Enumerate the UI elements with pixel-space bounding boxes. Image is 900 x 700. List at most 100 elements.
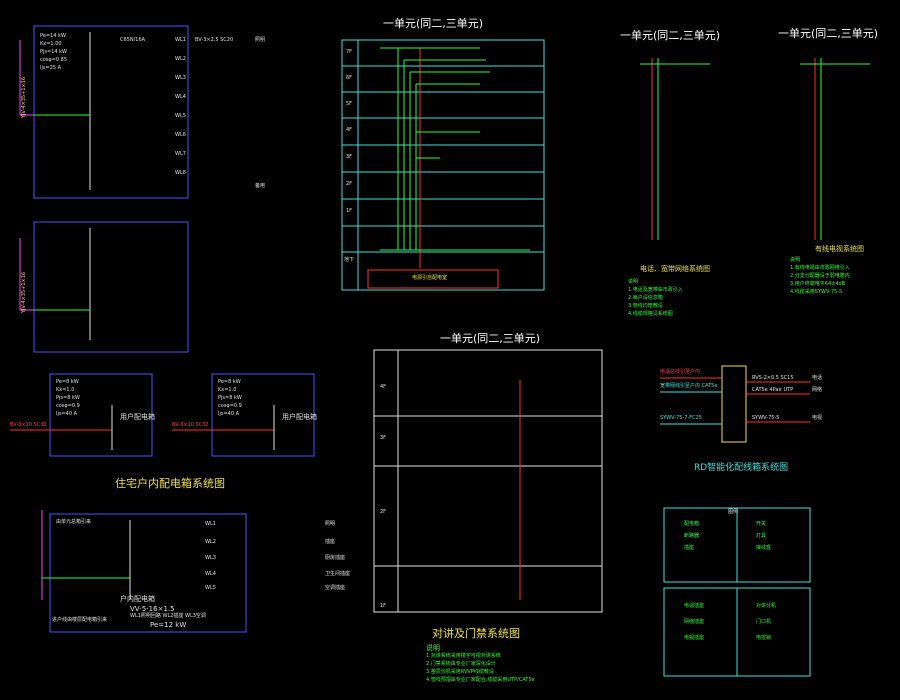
intercom-floor: 2F [380, 509, 387, 515]
user-box-param: Ijs=40 A [218, 411, 240, 417]
tv-note: 3.用户终端电平64±4dB [790, 281, 846, 287]
user-box-param: Pe=8 kW [218, 379, 241, 385]
rd-output-cable: SYWV-75-5 [752, 415, 780, 421]
box-param-2: Kx=1.00 [40, 41, 62, 47]
intercom-floor: 1F [380, 603, 387, 609]
intercom-frame [373, 349, 603, 613]
intercom-note: 2.门禁系统由专业厂家深化设计 [426, 661, 496, 667]
legend-item: 接线盒 [756, 545, 772, 551]
tv-note: 2.分支分配器设于弱电箱内 [790, 273, 850, 279]
riser-center-title: 一单元(同二,三单元) [383, 17, 484, 30]
legend-item: 配电箱 [684, 521, 700, 527]
legend-item: 门口机 [756, 619, 772, 625]
riser-floor: 4F [346, 127, 353, 133]
household-feeder: 由单元总箱引来 [56, 519, 92, 525]
circuit-cable: BV-3×2.5 SC20 [195, 37, 234, 43]
circuit-load: 照明 [255, 37, 266, 43]
household-circuit: WL3 [205, 555, 216, 561]
user-box-label-2: 用户配电箱 [282, 413, 317, 421]
user-box-frame-2 [211, 373, 315, 457]
rd-output-dest: 网络 [812, 387, 823, 393]
circuit-tail: 备用 [255, 183, 266, 189]
circuit-breaker: C65N/16A [120, 37, 146, 43]
rd-box-frame [721, 365, 747, 443]
tel-note: 1.电话及宽带由市政引入 [628, 287, 683, 293]
user-box-param: Kx=1.0 [56, 387, 75, 393]
riser-floor: 3F [346, 154, 353, 160]
box-param-4: cosφ=0.85 [40, 57, 68, 63]
user-box-param: Pjs=8 kW [218, 395, 242, 401]
user-box-param: Pe=8 kW [56, 379, 79, 385]
riser-floor: 地下 [344, 257, 355, 263]
rd-output-cable: CAT5e 4Pair UTP [752, 387, 794, 393]
household-system-title: 住宅户内配电箱系统图 [115, 477, 225, 490]
riser-floor: 5F [346, 101, 353, 107]
box-param-5: Ijs=25 A [40, 65, 62, 71]
tv-system-title: 有线电视系统图 [815, 245, 864, 253]
rd-input: 宽带网线引至户内 CAT5e [660, 383, 718, 389]
riser-base-label: 电源引自配电室 [412, 275, 448, 281]
intercom-floor: 3F [380, 435, 387, 441]
legend-item: 电控锁 [756, 635, 772, 641]
tv-note: 4.线缆采用SYWV-75-5 [790, 289, 843, 295]
rd-input: SYWV-75-7-FC25 [660, 415, 702, 421]
user-box-param: cosφ=0.9 [218, 403, 242, 409]
household-note: 户内配电箱 [120, 595, 155, 603]
legend-item: 对讲分机 [756, 603, 777, 609]
tv-note: 1.有线电视由市政网络引入 [790, 265, 850, 271]
intercom-note: 4.管线预埋由专业厂家配合,线缆采用UTP/CAT5e [426, 677, 535, 683]
user-box-label-1: 用户配电箱 [120, 413, 155, 421]
household-circuit-load: 卫生间插座 [325, 571, 351, 577]
riser-floor: 1F [346, 208, 353, 214]
tv-notes-title: 说明 [790, 257, 801, 263]
circuit-name: WL2 [175, 56, 186, 62]
rd-output-dest: 电话 [812, 375, 823, 381]
household-note: Pe=12 kW [150, 621, 187, 629]
riser-tr2-title: 一单元(同二,三单元) [778, 27, 879, 40]
household-circuit: WL5 [205, 585, 216, 591]
riser-floor: 6F [346, 75, 353, 81]
intercom-notes-title: 说明 [426, 644, 440, 652]
legend-title: 图例 [728, 509, 739, 515]
circuit-name: WL4 [175, 94, 186, 100]
household-note: VV-5-16×1.5 [130, 605, 175, 613]
household-circuit: WL2 [205, 539, 216, 545]
legend-item: 网络插座 [684, 619, 705, 625]
riser-floor: 2F [346, 181, 353, 187]
household-note: WL1照明回路 WL2插座 WL3空调 [130, 613, 206, 619]
riser-frame [341, 39, 545, 291]
household-frame [49, 513, 247, 633]
intercom-floor: 4F [380, 384, 387, 390]
tel-system-title: 电话、宽带网络系统图 [640, 265, 710, 273]
panel-frame-mid [33, 221, 189, 353]
incoming-cable-top: YJV-4×35+1×16 [21, 76, 28, 119]
box-param-3: Pjs=14 kW [40, 49, 67, 55]
rd-system-title: RD智能化配线箱系统图 [694, 463, 789, 473]
intercom-note: 3.各层分机采用RVVP线缆敷设 [426, 669, 494, 675]
legend-item: 灯具 [756, 533, 767, 539]
user-box-param: Ijs=40 A [56, 411, 78, 417]
household-circuit-load: 照明 [325, 521, 336, 527]
intercom-riser-title: 一单元(同二,三单元) [440, 332, 541, 345]
circuit-name: WL7 [175, 151, 186, 157]
household-circuit: WL1 [205, 521, 216, 527]
legend-item: 插座 [684, 545, 695, 551]
tel-note: 4.线缆规格见系统图 [628, 311, 673, 317]
incoming-cable-mid: YJV-4×35+1×16 [21, 271, 28, 314]
tel-note: 2.每户设信息箱 [628, 295, 663, 301]
household-bottom-left: 进户线由楼层配电箱引来 [52, 617, 108, 623]
user-box-param: Pjs=8 kW [56, 395, 80, 401]
user-box-param: Kx=1.0 [218, 387, 237, 393]
circuit-name: WL1 [175, 37, 186, 43]
user-box-frame-1 [49, 373, 153, 457]
user-box-feeder-2: BV-3×10 SC32 [172, 422, 209, 428]
household-circuit-load: 空调插座 [325, 585, 346, 591]
user-box-param: cosφ=0.9 [56, 403, 80, 409]
household-circuit: WL4 [205, 571, 216, 577]
riser-floor: 7F [346, 49, 353, 55]
panel-frame-top [33, 25, 189, 199]
circuit-name: WL5 [175, 113, 186, 119]
tel-note: 3.管线均暗敷设 [628, 303, 663, 309]
legend-item: 开关 [756, 521, 767, 527]
